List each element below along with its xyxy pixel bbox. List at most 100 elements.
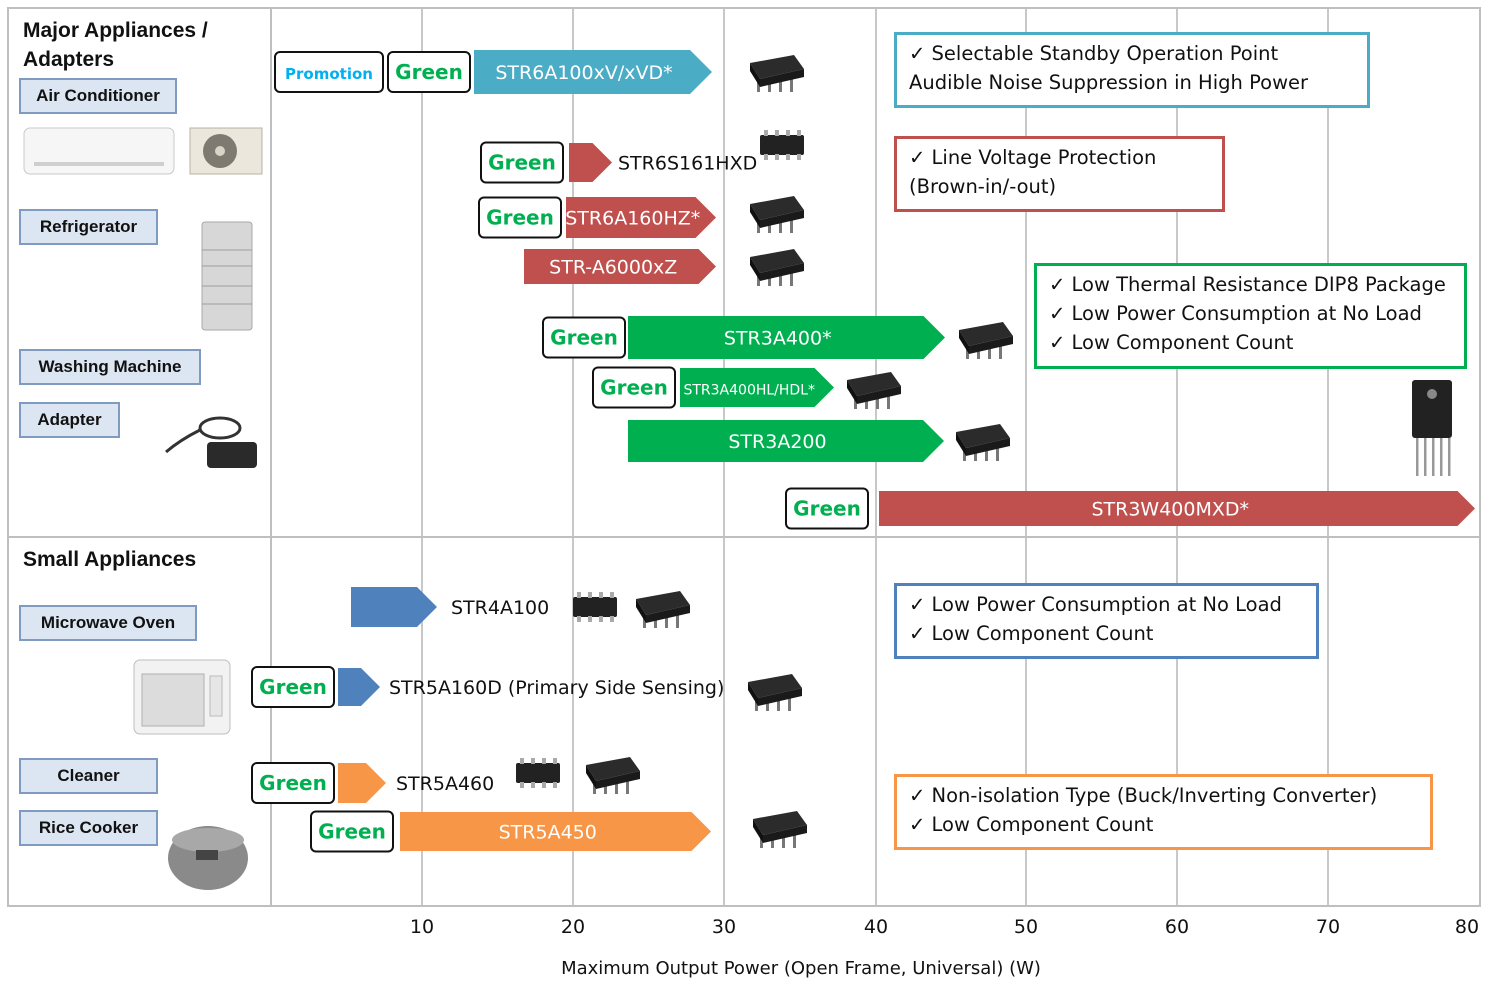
bar-str6a160hz-: STR6A160HZ* xyxy=(565,197,716,238)
tick-label: 30 xyxy=(712,916,736,938)
ic-hole xyxy=(1427,389,1437,399)
adapter-cable xyxy=(198,416,242,440)
ic-pin xyxy=(865,396,868,409)
bar-label: STR3W400MXD* xyxy=(1091,499,1249,521)
green-badge: Green xyxy=(251,762,335,804)
ic-pin xyxy=(531,782,535,788)
ic-pin xyxy=(963,448,966,461)
bar-str5a160d-primary-side-sensing-: STR5A160D (Primary Side Sensing) xyxy=(338,668,724,706)
green-badge: Green xyxy=(478,196,562,239)
ic-pin xyxy=(520,782,524,788)
ic-pin xyxy=(768,220,771,233)
badge-label: Green xyxy=(793,497,861,521)
ic-pin xyxy=(610,592,614,598)
ic-pin xyxy=(974,448,977,461)
ic-body xyxy=(516,763,560,783)
ic-side xyxy=(586,765,596,789)
feature-line: ✓ Low Component Count xyxy=(909,813,1154,836)
bar-arrow xyxy=(474,50,712,94)
green-badge: Green xyxy=(387,51,471,93)
adapter-icon xyxy=(207,442,257,468)
bar-label: STR-A6000xZ xyxy=(549,257,677,279)
bar-str3a200: STR3A200 xyxy=(628,420,944,462)
feature-line: ✓ Selectable Standby Operation Point xyxy=(909,42,1279,65)
bar-label: STR4A100 xyxy=(451,597,549,619)
ic-pin xyxy=(755,698,758,711)
green-badge: Green xyxy=(592,366,676,409)
ic-pin xyxy=(779,273,782,286)
microwave-window xyxy=(141,673,205,727)
rice-cooker-lid xyxy=(172,828,244,852)
ic-pin xyxy=(588,592,592,598)
bar-str3a400hl-hdl-: STR3A400HL/HDL* xyxy=(680,368,834,407)
badge-label: Green xyxy=(550,326,618,350)
ic-front xyxy=(763,825,807,843)
bar-label: STR5A450 xyxy=(499,822,597,844)
ic-pin xyxy=(768,79,771,92)
ic-side xyxy=(956,432,966,456)
label-cleaner: Cleaner xyxy=(19,758,158,794)
ic-side xyxy=(636,599,646,623)
ic-pin xyxy=(599,592,603,598)
ic-front xyxy=(596,771,640,789)
badge-frame xyxy=(251,762,335,804)
rice-cooker-panel xyxy=(196,850,218,860)
label-microwave-oven: Microwave Oven xyxy=(19,605,197,641)
bar-arrow xyxy=(566,197,716,238)
bar-label: STR3A200 xyxy=(728,431,826,453)
ic-top xyxy=(586,757,640,781)
bar-label: STR6A160HZ* xyxy=(565,208,700,230)
badge-frame xyxy=(592,366,676,409)
bar-arrow xyxy=(338,763,386,803)
ic-front xyxy=(760,263,804,281)
ic-pin xyxy=(604,781,607,794)
ic-side xyxy=(748,682,758,706)
ic-pin xyxy=(610,616,614,622)
green-badge: Green xyxy=(542,316,626,359)
ic-pin xyxy=(876,396,879,409)
ic-top xyxy=(753,811,807,835)
ic-pin xyxy=(771,835,774,848)
feature-line: ✓ Non-isolation Type (Buck/Inverting Con… xyxy=(909,784,1378,807)
ic-front xyxy=(760,210,804,228)
feature-box-red: ✓ Line Voltage Protection (Brown-in/-out… xyxy=(894,136,1225,212)
ic-top xyxy=(959,322,1013,346)
outer-frame xyxy=(7,7,1481,907)
tick-label: 10 xyxy=(410,916,434,938)
ic-pin xyxy=(1424,438,1427,476)
ic-pin xyxy=(764,130,768,136)
ic-pin xyxy=(766,698,769,711)
badge-label: Green xyxy=(486,206,554,230)
ic-pin xyxy=(786,154,790,160)
ic-body xyxy=(760,135,804,155)
ic-top xyxy=(748,674,802,698)
ic-pin xyxy=(999,346,1002,359)
outdoor-unit-hub xyxy=(215,146,225,156)
ic-side xyxy=(750,204,760,228)
bar-arrow xyxy=(400,812,711,851)
ic-pin xyxy=(988,346,991,359)
bar-str3a400-: STR3A400* xyxy=(628,316,945,359)
ic-front xyxy=(969,336,1013,354)
ic-pin xyxy=(788,698,791,711)
bar-arrow xyxy=(569,143,612,182)
refrigerator-icon xyxy=(201,221,253,331)
green-badge: Green xyxy=(251,666,335,708)
ic-pin xyxy=(760,835,763,848)
ic-front xyxy=(966,438,1010,456)
badge-label: Green xyxy=(259,771,327,795)
ic-top xyxy=(636,591,690,615)
promotion-badge: Promotion xyxy=(274,51,384,93)
ic-package-icon xyxy=(586,757,640,794)
ic-pin xyxy=(643,615,646,628)
ic-pin xyxy=(757,220,760,233)
label-adapter: Adapter xyxy=(19,402,120,438)
bar-label: STR5A460 xyxy=(396,773,494,795)
ic-pin xyxy=(757,273,760,286)
microwave-panel xyxy=(209,675,223,717)
badge-frame xyxy=(480,141,564,184)
ic-front xyxy=(857,386,901,404)
ic-pin xyxy=(542,758,546,764)
tick-label: 50 xyxy=(1014,916,1038,938)
ic-pin xyxy=(553,758,557,764)
